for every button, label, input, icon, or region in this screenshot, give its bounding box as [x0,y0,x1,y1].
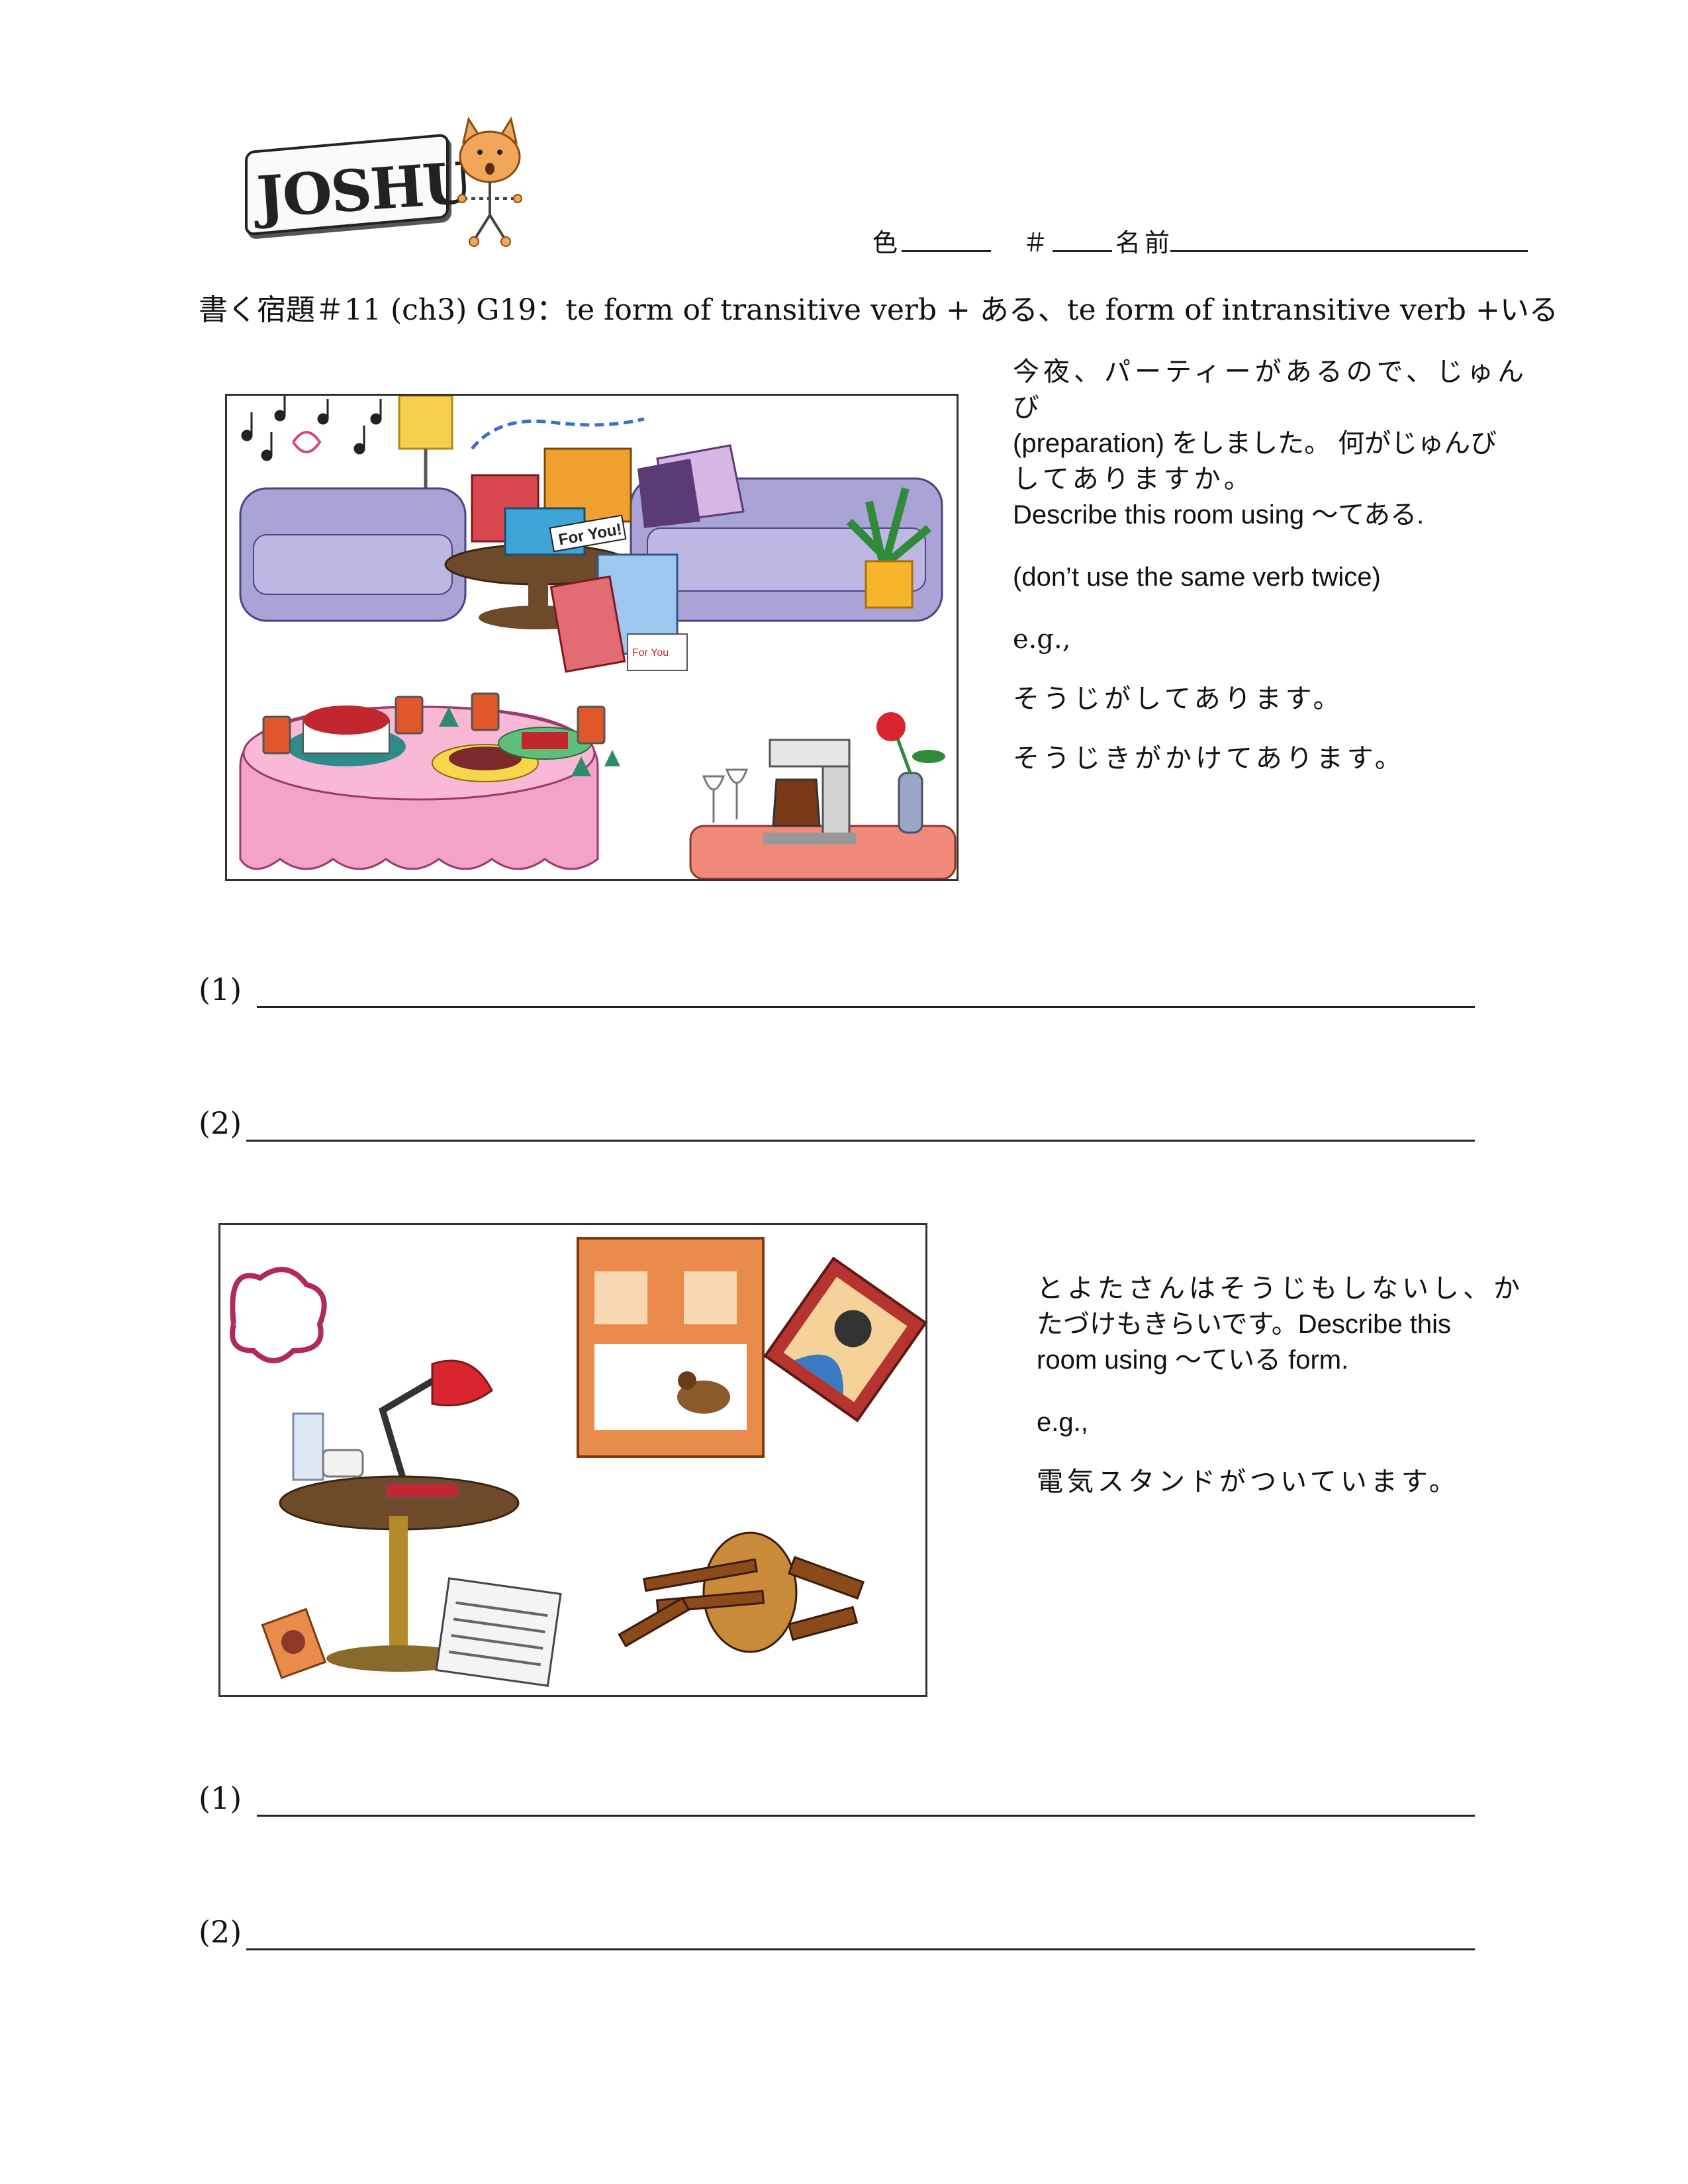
instr1-line3: してありますか。 [1013,464,1254,494]
coffee-maker-icon [763,739,856,844]
instr2-line2: たづけもきらいです。Describe this [1037,1310,1451,1339]
gift-boxes-icon: For You! For You [471,447,688,673]
answer-2-line[interactable] [246,1140,1475,1142]
floor-lamp-icon [398,396,453,512]
spilled-glass-icon [292,1412,364,1481]
wine-glasses-icon [702,768,749,823]
drink-glasses-icon [262,692,606,754]
answer-1-line[interactable] [257,1006,1475,1008]
name-field[interactable] [1170,250,1528,252]
instr2-example1: 電気スタンドがついています。 [1037,1467,1460,1497]
answer-3-line[interactable] [257,1815,1475,1817]
party-room-illustration: For You! For You [239,396,957,879]
party-room-picture: For You! For You [225,394,959,881]
answer-4-line[interactable] [246,1948,1475,1950]
answer-2-label: (2) [199,1105,242,1141]
music-notes-icon [241,396,382,461]
section2-instructions: とよたさんはそうじもしないし、か たづけもきらいです。Describe this… [1037,1271,1540,1500]
cat-mascot-icon [457,116,522,247]
color-label: 色 [872,228,898,257]
logo-text: JOSHU [254,149,474,232]
messy-room-picture [218,1223,927,1697]
assignment-title: 書く宿題＃11 (ch3) G19：te form of transitive … [199,293,1558,327]
messy-room-illustration [230,1237,925,1687]
framed-portrait-icon [763,1256,925,1423]
number-field[interactable] [1053,250,1112,252]
right-sofa-icon [630,444,943,622]
book-icon [385,1482,459,1498]
instr1-line4: Describe this room using ～てある. [1013,500,1425,529]
answer-4-label: (2) [199,1914,242,1950]
fallen-chair-icon [618,1531,865,1653]
instr1-note: (don’t use the same verb twice) [1013,563,1381,592]
left-sofa-icon [239,487,467,622]
window-icon [577,1237,765,1458]
instr1-example2: そうじきがかけてあります。 [1013,743,1405,774]
instr1-line1: 今夜、パーティーがあるので、じゅんび [1013,357,1528,423]
potted-plant-icon [846,487,931,609]
scribble-icon [230,1267,327,1363]
answer-1-label: (1) [199,972,242,1007]
magazine-icon [261,1608,327,1680]
instr2-eg: e.g., [1037,1408,1088,1437]
joshu-logo: JOSHU [245,116,536,255]
name-label: 名前 [1115,228,1174,257]
instr1-line2: (preparation) をしました。 何がじゅんび [1013,429,1497,458]
instr1-example1: そうじがしてあります。 [1013,684,1344,714]
color-field[interactable] [902,250,991,252]
party-hats-icon [439,707,620,776]
cake-icon [287,705,406,766]
instr2-line3: room using ～ている form. [1037,1345,1349,1375]
newspaper-icon [435,1577,562,1687]
card-text: For You [632,647,669,659]
rose-vase-icon [876,712,945,834]
answer-3-label: (1) [199,1780,242,1816]
number-label: ＃ [1023,228,1049,257]
instr1-eg: e.g., [1013,624,1071,655]
snack-plates-icon [432,727,592,782]
section1-instructions: 今夜、パーティーがあるので、じゅんび (preparation) をしました。 … [1013,354,1529,776]
instr2-line1: とよたさんはそうじもしないし、か [1037,1273,1524,1304]
